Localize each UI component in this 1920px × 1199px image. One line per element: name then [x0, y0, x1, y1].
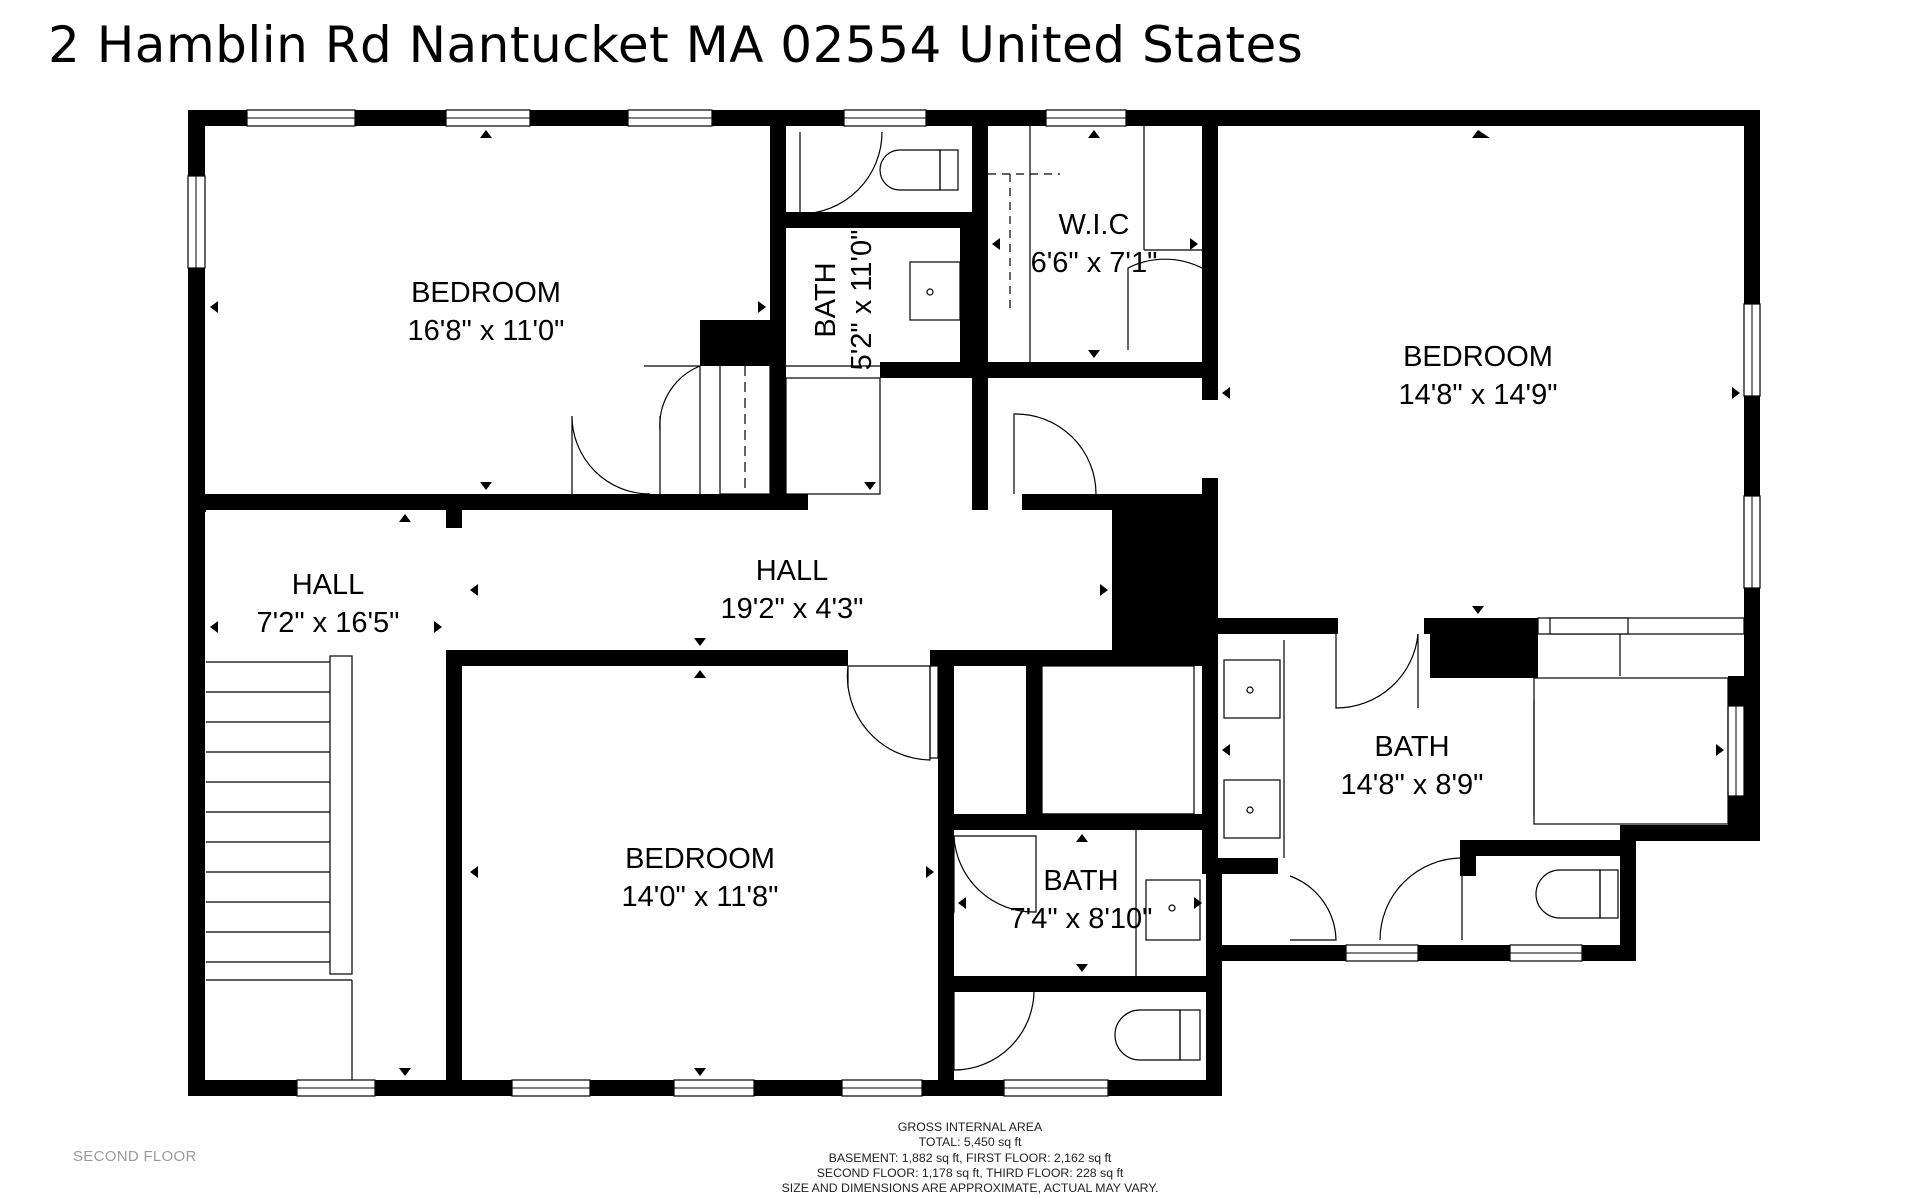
area-note-line: SIZE AND DIMENSIONS ARE APPROXIMATE, ACT…	[781, 1181, 1159, 1196]
room-dims-bedroom-s: 14'0" x 11'8"	[622, 881, 779, 913]
room-dims-hall-center: 19'2" x 4'3"	[721, 593, 864, 625]
area-note-line: TOTAL: 5,450 sq ft	[918, 1135, 1022, 1150]
room-name-bath-east: BATH	[1374, 731, 1449, 763]
room-dims-bath-east: 14'8" x 8'9"	[1341, 769, 1484, 801]
dimension-arrows	[210, 130, 1740, 1076]
room-dims-bath-center: 7'4" x 8'10"	[1010, 903, 1153, 935]
room-dims-bath-small: 5'2" x 11'0"	[846, 230, 878, 371]
floor-label: SECOND FLOOR	[73, 1148, 197, 1165]
room-name-bedroom-nw: BEDROOM	[411, 277, 561, 309]
room-name-bath-small: BATH	[810, 262, 842, 337]
room-name-bath-center: BATH	[1043, 865, 1118, 897]
room-dims-bedroom-nw: 16'8" x 11'0"	[408, 315, 565, 347]
area-note-line: BASEMENT: 1,882 sq ft, FIRST FLOOR: 2,16…	[828, 1150, 1112, 1165]
fixtures	[206, 126, 1729, 1080]
room-name-hall-center: HALL	[756, 555, 829, 587]
page-title: 2 Hamblin Rd Nantucket MA 02554 United S…	[48, 16, 1304, 74]
room-name-wic: W.I.C	[1059, 209, 1130, 241]
room-dims-bedroom-ne: 14'8" x 14'9"	[1398, 379, 1557, 411]
area-note: GROSS INTERNAL AREA TOTAL: 5,450 sq ft B…	[700, 1120, 1240, 1196]
room-name-bedroom-ne: BEDROOM	[1403, 341, 1553, 373]
room-name-hall-west: HALL	[292, 569, 365, 601]
area-note-line: SECOND FLOOR: 1,178 sq ft, THIRD FLOOR: …	[816, 1165, 1124, 1180]
room-dims-hall-west: 7'2" x 16'5"	[257, 607, 400, 639]
room-dims-wic: 6'6" x 7'1"	[1031, 247, 1158, 279]
area-note-line: GROSS INTERNAL AREA	[897, 1120, 1043, 1134]
room-name-bedroom-s: BEDROOM	[625, 843, 775, 875]
